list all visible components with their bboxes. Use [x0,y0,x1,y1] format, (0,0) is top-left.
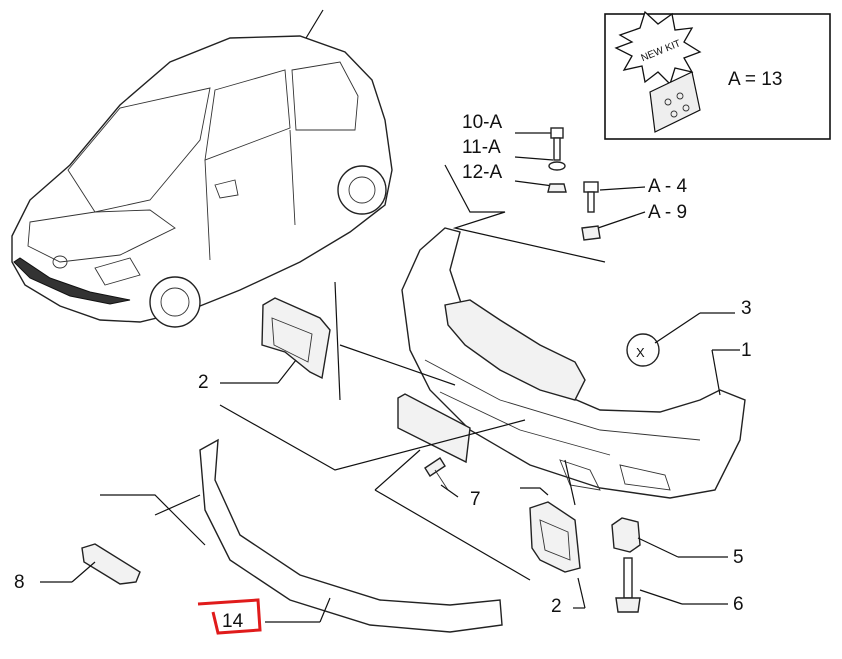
part-7-screw [374,449,531,581]
bolt-head-icon [550,127,564,139]
svg-text:X: X [636,345,645,360]
fastener-a9 [581,211,646,241]
license-plate-bracket [219,393,526,471]
screw-shank-icon [587,191,595,213]
highlight-box-14 [197,598,262,635]
kit-box: NEW KIT A = 13 [604,10,831,140]
callout-7: 7 [470,489,481,510]
part-3-cap: X [626,312,735,367]
bolt-shank-icon [553,137,561,161]
fastener-a4 [583,181,646,213]
part-8-clip [40,494,206,585]
callout-2-upper: 2 [198,372,209,393]
callout-11-a: 11-A [462,137,501,158]
callout-5: 5 [733,547,744,568]
callout-8: 8 [14,572,25,593]
kit-equation: A = 13 [728,69,782,90]
callout-1: 1 [741,340,752,361]
kit-bag-icon [649,71,701,133]
clip-nut-icon [581,225,601,241]
screw-head-icon [583,181,599,193]
fastener-10-11-12 [514,127,567,193]
nut-icon [547,183,567,193]
callout-a-9: A - 9 [648,202,687,223]
car-illustration [11,9,393,328]
washer-icon [548,161,566,171]
part-5-clip [611,517,728,558]
callout-10-a: 10-A [462,112,502,133]
part-2-upper-bracket [220,281,456,401]
part-14-lower-spoiler [199,438,503,633]
part-6-screw [615,557,728,613]
callout-12-a: 12-A [462,162,502,183]
callout-14: 14 [222,611,244,632]
callout-a-4: A - 4 [648,176,688,197]
callout-3: 3 [741,298,752,319]
front-bumper [401,227,746,499]
callout-2-lower: 2 [551,596,562,617]
callout-6: 6 [733,594,744,615]
part-2-lower-bracket [520,459,586,609]
